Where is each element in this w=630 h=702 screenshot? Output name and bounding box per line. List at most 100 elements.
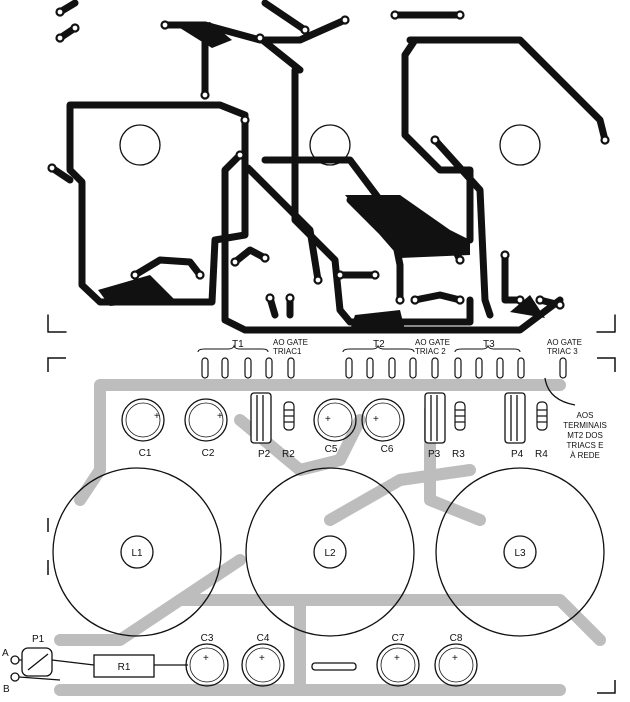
polarity-mark: + <box>394 653 400 664</box>
solder-pad <box>390 10 400 20</box>
polarity-mark: + <box>217 411 223 422</box>
solder-pad <box>340 15 350 25</box>
copper-trace <box>244 164 322 284</box>
label-c6: C6 <box>381 444 394 455</box>
lead <box>18 676 61 681</box>
capacitor-c1 <box>121 398 165 442</box>
solder-pad <box>600 135 610 145</box>
solder-pad <box>130 270 140 280</box>
solder-pads <box>47 7 610 310</box>
inductor-l2-outer <box>245 467 415 637</box>
capacitor-c6-inner <box>365 402 401 438</box>
copper-pour <box>350 310 405 330</box>
polarity-mark: + <box>325 414 331 425</box>
pot-p1-wiper <box>27 653 49 671</box>
solder-pad <box>430 135 440 145</box>
polarity-mark: + <box>259 653 265 664</box>
gate-label-1-line1: AO GATE <box>273 338 308 347</box>
capacitor-c6 <box>361 398 405 442</box>
crop-marks-bottom <box>47 357 616 694</box>
copper-trace <box>291 66 474 326</box>
inductor-l1-outer <box>52 467 222 637</box>
label-r3: R3 <box>452 449 465 460</box>
capacitor-c3-inner <box>189 647 225 683</box>
inductor-l1-core <box>120 535 154 569</box>
pin <box>517 357 525 379</box>
jumper-wire <box>311 662 357 671</box>
t1-label: T1 <box>232 339 244 350</box>
gate-label-1-line2: TRIAC1 <box>273 347 302 356</box>
solder-pad <box>285 293 295 303</box>
copper-trace <box>221 151 564 334</box>
solder-pad <box>235 150 245 160</box>
label-terminal-a: A <box>2 648 9 659</box>
inductor-l3-core <box>503 535 537 569</box>
gate-label-3-line2: TRIAC 3 <box>547 347 578 356</box>
pin <box>221 357 229 379</box>
bracket-t2 <box>342 344 415 353</box>
solder-pad <box>55 33 65 43</box>
gate-label-3-line1: AO GATE <box>547 338 582 347</box>
pin <box>244 357 252 379</box>
label-p4: P4 <box>511 449 524 460</box>
mounting-hole <box>499 124 541 166</box>
terminal-note: AOS TERMINAIS MT2 DOS TRIACS E À REDE <box>563 411 607 460</box>
copper-trace <box>231 246 269 266</box>
inductor-l3-outer <box>435 467 605 637</box>
overlay-trace <box>234 414 366 476</box>
pin <box>345 357 353 379</box>
solder-pad <box>555 300 565 310</box>
solder-pad <box>195 270 205 280</box>
pin <box>388 357 396 379</box>
solder-pad <box>500 250 510 260</box>
label-l1: L1 <box>131 548 143 559</box>
terminal-note-line: TRIACS E <box>567 441 604 450</box>
capacitors-top-row <box>121 398 405 442</box>
pin <box>265 357 273 379</box>
capacitor-c2-inner <box>188 402 224 438</box>
label-p2: P2 <box>258 449 271 460</box>
gate-label-2-line2: TRIAC 2 <box>415 347 446 356</box>
solder-pad <box>335 270 345 280</box>
capacitor-c4-inner <box>245 647 281 683</box>
solder-pad <box>230 257 240 267</box>
capacitor-c5 <box>313 398 357 442</box>
solder-pad <box>455 255 465 265</box>
label-c2: C2 <box>202 448 215 459</box>
pin <box>431 357 439 379</box>
label-p1: P1 <box>32 634 45 645</box>
mounting-holes <box>119 124 541 166</box>
solder-pad <box>410 295 420 305</box>
polarity-mark: + <box>203 653 209 664</box>
solder-pad <box>255 33 265 43</box>
label-c8: C8 <box>450 633 463 644</box>
label-r1: R1 <box>118 662 131 673</box>
terminal-b <box>10 672 20 682</box>
copper-pour <box>510 295 545 318</box>
capacitors-bottom-row <box>185 643 478 687</box>
inductors <box>52 467 605 637</box>
mounting-hole <box>309 124 351 166</box>
lead <box>51 659 95 666</box>
overlay-trace <box>324 464 476 526</box>
pin <box>454 357 462 379</box>
polarity-mark: + <box>154 411 160 422</box>
solder-pad <box>313 275 323 285</box>
resistors <box>283 401 548 431</box>
copper-trace <box>406 36 609 144</box>
copper-trace <box>501 251 524 304</box>
component-placement-layout: T1 T2 T3 AO GATE TRIAC1 AO GATE TRIAC 2 … <box>2 338 616 696</box>
solder-pad <box>395 295 405 305</box>
overlay-trace <box>174 554 246 606</box>
copper-trace <box>131 256 204 279</box>
overlay-trace <box>54 594 606 646</box>
label-c7: C7 <box>392 633 405 644</box>
label-c3: C3 <box>201 633 214 644</box>
t2-label: T2 <box>373 339 385 350</box>
gate-label-2-line1: AO GATE <box>415 338 450 347</box>
copper-trace <box>411 291 464 304</box>
copper-pour <box>345 195 470 258</box>
solder-pad <box>265 293 275 303</box>
overlay-trace <box>74 379 566 506</box>
